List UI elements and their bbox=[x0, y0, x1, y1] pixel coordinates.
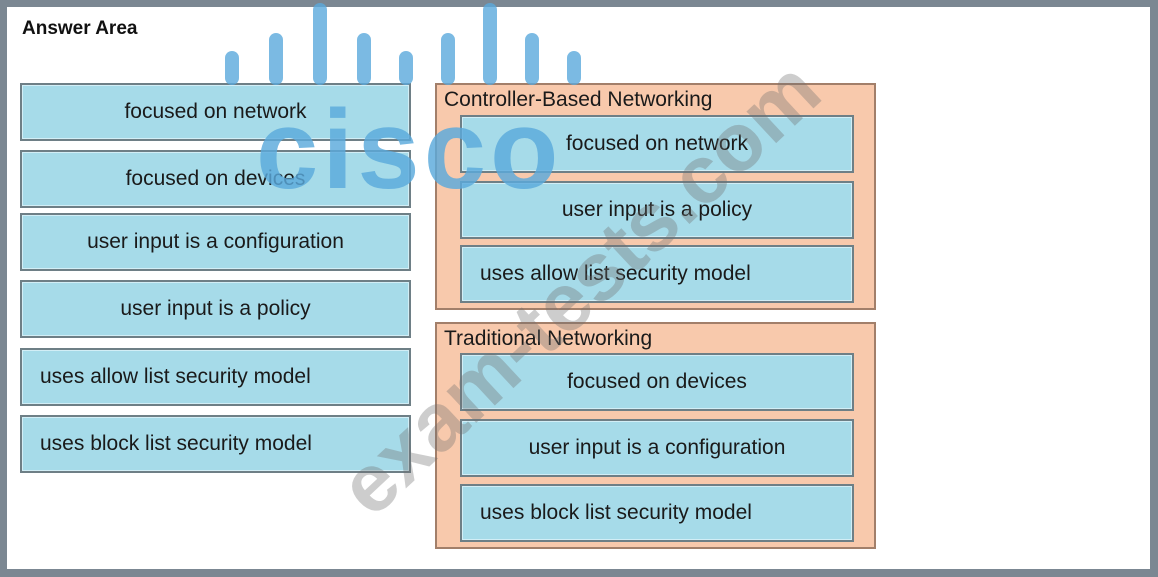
source-item-user-input-configuration[interactable]: user input is a configuration bbox=[20, 213, 411, 271]
source-item-focused-on-devices[interactable]: focused on devices bbox=[20, 150, 411, 208]
controller-item-label: focused on network bbox=[565, 132, 749, 155]
controller-item-label: uses allow list security model bbox=[480, 262, 751, 285]
controller-item-label: user input is a policy bbox=[561, 198, 753, 221]
source-item-label: user input is a policy bbox=[120, 297, 311, 320]
source-item-focused-on-network[interactable]: focused on network bbox=[20, 83, 411, 141]
source-item-block-list[interactable]: uses block list security model bbox=[20, 415, 411, 473]
traditional-item-label: focused on devices bbox=[567, 370, 747, 393]
traditional-item-label: uses block list security model bbox=[480, 501, 752, 524]
source-item-label: uses allow list security model bbox=[40, 365, 311, 388]
answer-area-title: Answer Area bbox=[22, 18, 138, 39]
controller-item-allow-list[interactable]: uses allow list security model bbox=[460, 245, 854, 303]
source-item-allow-list[interactable]: uses allow list security model bbox=[20, 348, 411, 406]
traditional-title: Traditional Networking bbox=[444, 327, 653, 350]
source-item-user-input-policy[interactable]: user input is a policy bbox=[20, 280, 411, 338]
traditional-item-focused-on-devices[interactable]: focused on devices bbox=[460, 353, 854, 411]
source-item-label: uses block list security model bbox=[40, 432, 312, 455]
controller-item-focused-on-network[interactable]: focused on network bbox=[460, 115, 854, 173]
traditional-item-user-input-configuration[interactable]: user input is a configuration bbox=[460, 419, 854, 477]
source-item-label: focused on devices bbox=[125, 167, 306, 190]
source-item-label: user input is a configuration bbox=[87, 230, 344, 253]
controller-item-user-input-policy[interactable]: user input is a policy bbox=[460, 181, 854, 239]
traditional-item-label: user input is a configuration bbox=[528, 436, 786, 459]
answer-area-frame: Answer Area focused on network focused o… bbox=[7, 7, 1150, 569]
controller-based-title: Controller-Based Networking bbox=[444, 88, 713, 111]
source-item-label: focused on network bbox=[124, 100, 307, 123]
traditional-item-block-list[interactable]: uses block list security model bbox=[460, 484, 854, 542]
